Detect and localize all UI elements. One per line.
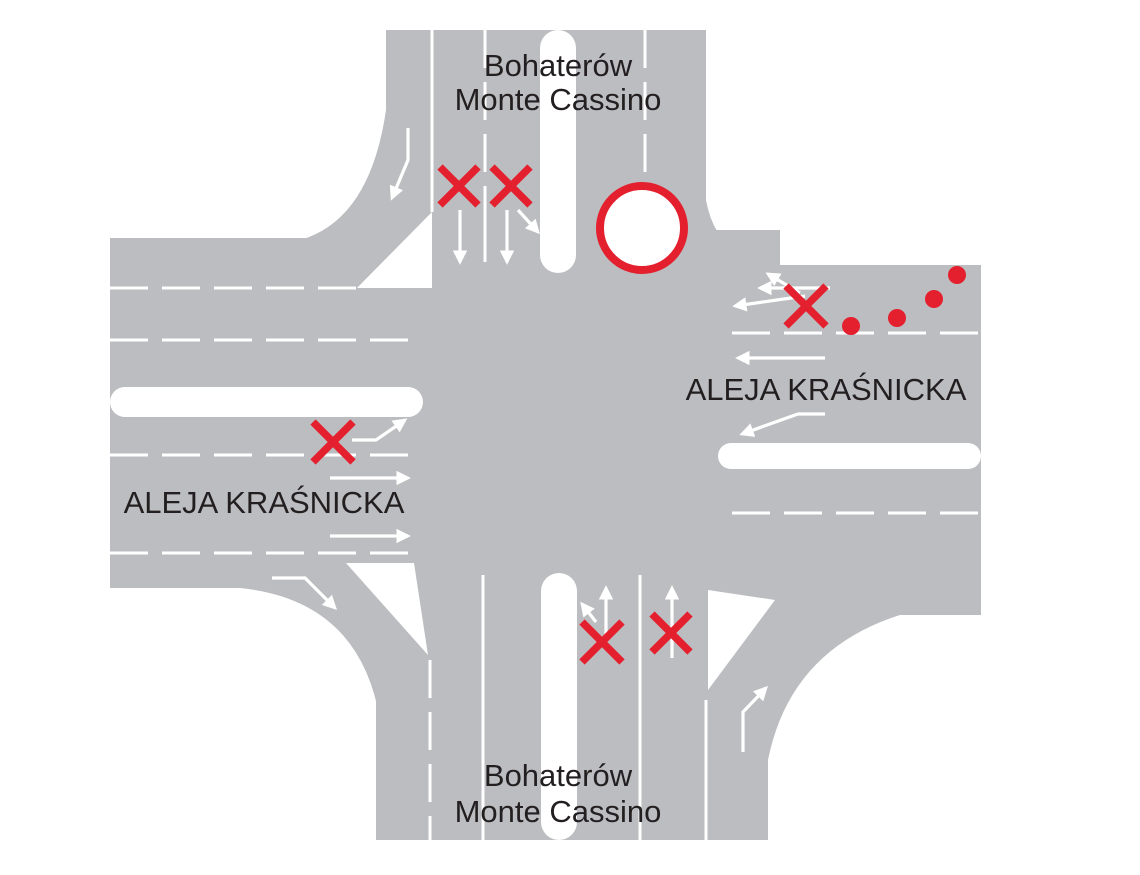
- red-x-icon: [437, 164, 481, 208]
- intersection-core: [380, 230, 780, 590]
- red-x-icon: [489, 164, 533, 208]
- corner-ne: [706, 200, 760, 265]
- corner-nw: [300, 110, 386, 240]
- arrow-sw-right-turn: [272, 576, 338, 611]
- red-x-icon: [649, 611, 693, 655]
- detour-dot: [925, 290, 943, 308]
- arrow-se-right-turn: [741, 685, 768, 752]
- traffic-islands: [110, 30, 981, 840]
- arrow-east-right-turn: [739, 412, 825, 437]
- red-circle-icon: [596, 182, 688, 274]
- median-south: [541, 573, 577, 840]
- median-north: [540, 30, 576, 273]
- north-street-label-line1: Bohaterów: [484, 48, 633, 83]
- red-x-icon: [783, 283, 829, 329]
- street-labels: Bohaterów Monte Cassino Bohaterów Monte …: [124, 48, 967, 829]
- arrow-west-left-turn: [352, 418, 408, 442]
- west-street-label: ALEJA KRAŚNICKA: [124, 484, 405, 520]
- arrow-north-left-turn: [516, 208, 540, 235]
- south-street-label-line1: Bohaterów: [484, 758, 633, 793]
- island-se: [708, 590, 775, 690]
- corner-se: [768, 615, 900, 760]
- south-street-label-line2: Monte Cassino: [455, 794, 662, 829]
- detour-route: [842, 266, 966, 335]
- median-west: [110, 387, 423, 417]
- median-east: [718, 443, 981, 469]
- red-x-icon: [579, 619, 625, 665]
- detour-dot: [842, 317, 860, 335]
- east-street-label: ALEJA KRAŚNICKA: [686, 371, 967, 407]
- arrow-nw-right-turn: [389, 128, 410, 201]
- detour-dot: [888, 309, 906, 327]
- red-x-icon: [310, 419, 356, 465]
- north-street-label-line2: Monte Cassino: [455, 82, 662, 117]
- arrow-south-left-turn: [580, 601, 598, 623]
- direction-arrows: [272, 128, 830, 752]
- island-nw: [357, 212, 432, 288]
- corner-sw: [240, 588, 380, 720]
- prohibition-symbols: [310, 164, 829, 665]
- island-sw: [346, 563, 428, 655]
- detour-dot: [948, 266, 966, 284]
